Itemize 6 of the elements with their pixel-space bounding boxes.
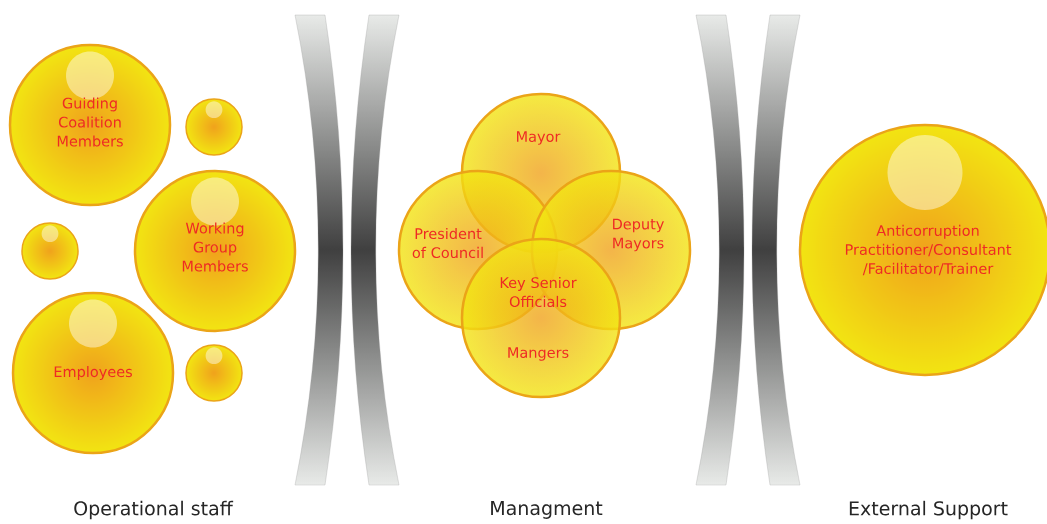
section-label: Operational staff [74, 500, 234, 520]
ball [185, 98, 243, 156]
ball [21, 222, 79, 280]
ball [185, 344, 243, 402]
section-label: External Support [849, 500, 1008, 520]
section-label: Managment [491, 501, 603, 519]
